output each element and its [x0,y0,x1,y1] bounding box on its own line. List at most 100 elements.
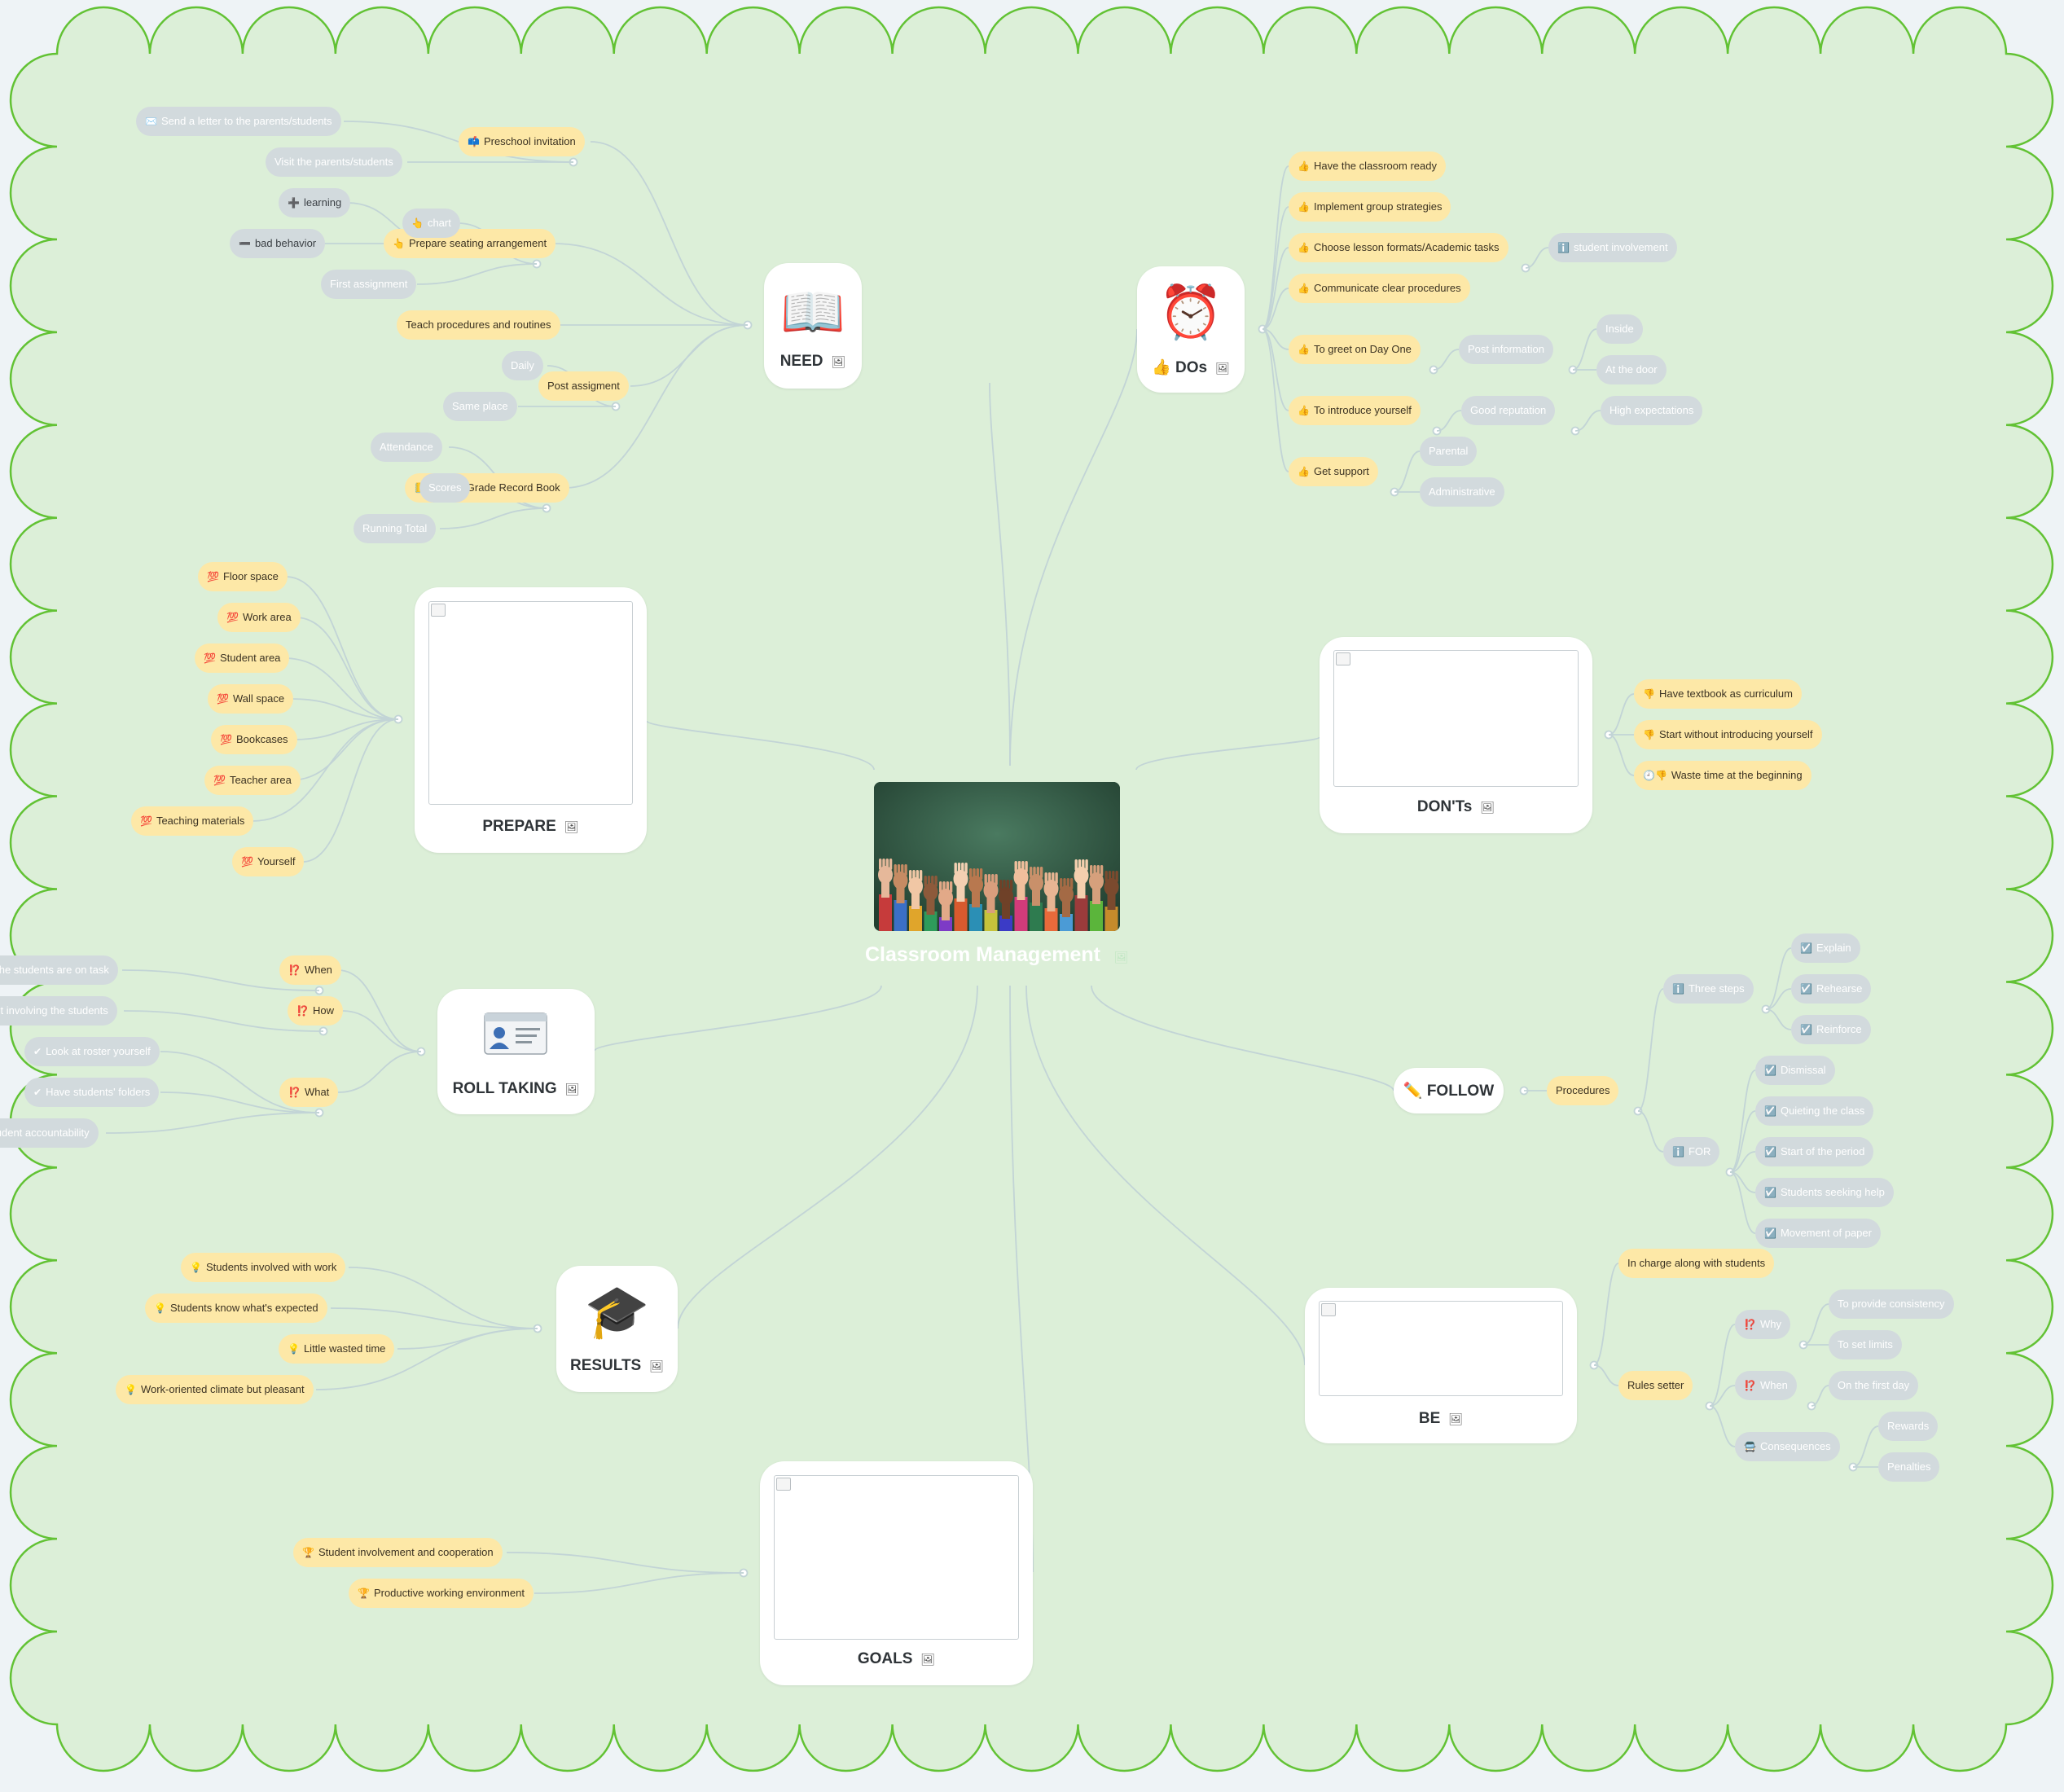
node-be-limits[interactable]: To set limits [1829,1330,1902,1359]
node-res-little[interactable]: 💡Little wasted time [279,1334,395,1364]
image-placeholder [428,601,633,805]
branch-be-title: BE🖼 [1305,1410,1577,1428]
node-prep-mat[interactable]: 💯Teaching materials [131,806,254,836]
node-label: Teach procedures and routines [406,318,551,331]
node-roll-folders[interactable]: ✔Have students' folders [24,1078,160,1107]
node-res-work[interactable]: 💡Students involved with work [181,1253,346,1282]
node-prep-wall[interactable]: 💯Wall space [208,684,294,714]
node-label: Send a letter to the parents/students [160,115,332,127]
node-need-preschool[interactable]: 📫Preschool invitation [459,127,585,156]
node-dos-comm[interactable]: 👍Communicate clear procedures [1289,274,1470,303]
node-roll-without[interactable]: ✔Without involving the students [0,996,117,1026]
node-be-consist[interactable]: To provide consistency [1829,1289,1954,1319]
node-fol-rehearse[interactable]: ☑️Rehearse [1791,974,1872,1004]
node-prep-work[interactable]: 💯Work area [217,603,301,632]
node-prep-student[interactable]: 💯Student area [195,643,290,673]
node-label: FOR [1688,1145,1711,1157]
node-need-teach[interactable]: Teach procedures and routines [397,310,560,340]
branch-goals[interactable]: GOALS🖼 [760,1461,1033,1685]
branch-be[interactable]: BE🖼 [1305,1288,1577,1443]
node-label: Movement of paper [1780,1227,1872,1239]
branch-dos[interactable]: ⏰ 👍 DOs🖼 [1137,266,1245,393]
node-need-attendance[interactable]: Attendance [371,433,442,462]
node-dont-text[interactable]: 👎Have textbook as curriculum [1634,679,1802,709]
node-dont-waste[interactable]: 🕘👎Waste time at the beginning [1634,761,1811,790]
finger [1069,878,1074,889]
node-dos-group[interactable]: 👍Implement group strategies [1289,192,1451,222]
node-roll-when[interactable]: ⁉️When [279,955,341,985]
node-roll-interactive[interactable]: ✔Interactive student accountability [0,1118,99,1148]
branch-donts[interactable]: DON'Ts🖼 [1320,637,1592,833]
node-dos-goodrep[interactable]: Good reputation [1461,396,1556,425]
node-be-when[interactable]: ⁉️When [1735,1371,1797,1400]
node-dos-inside[interactable]: Inside [1596,314,1643,344]
central-topic[interactable] [874,782,1120,931]
node-roll-after[interactable]: ✔After the students are on task [0,955,118,985]
branch-prepare[interactable]: PREPARE🖼 [415,587,647,853]
node-dos-parental[interactable]: Parental [1420,437,1478,466]
node-goal-involve[interactable]: 🏆Student involvement and cooperation [293,1538,503,1567]
node-need-learning[interactable]: ➕learning [279,188,351,217]
node-fol-quieting[interactable]: ☑️Quieting the class [1755,1096,1874,1126]
node-prep-teacher[interactable]: 💯Teacher area [204,766,301,795]
node-fol-paper[interactable]: ☑️Movement of paper [1755,1219,1881,1248]
node-fol-start[interactable]: ☑️Start of the period [1755,1137,1874,1166]
node-dos-door[interactable]: At the door [1596,355,1667,384]
node-be-rules[interactable]: Rules setter [1618,1371,1693,1400]
node-prep-book[interactable]: 💯Bookcases [211,725,297,754]
picture-icon: 🖼 [649,1359,665,1373]
node-res-know[interactable]: 💡Students know what's expected [145,1293,327,1323]
branch-need[interactable]: 📖 NEED🖼 [764,263,862,389]
node-dont-start[interactable]: 👎Start without introducing yourself [1634,720,1822,749]
sleeve [1104,907,1118,931]
node-need-chart[interactable]: 👆chart [402,209,460,238]
node-roll-how[interactable]: ⁉️How [288,996,343,1026]
node-be-why[interactable]: ⁉️Why [1735,1310,1790,1339]
node-res-climate[interactable]: 💡Work-oriented climate but pleasant [116,1375,314,1404]
node-be-penalties[interactable]: Penalties [1878,1452,1940,1482]
node-need-post[interactable]: Post assigment [538,371,629,401]
node-roll-what[interactable]: ⁉️What [279,1078,339,1107]
node-fol-explain[interactable]: ☑️Explain [1791,933,1860,963]
node-dos-ready[interactable]: 👍Have the classroom ready [1289,152,1446,181]
node-fol-three[interactable]: ℹ️Three steps [1663,974,1754,1004]
node-dos-admin[interactable]: Administrative [1420,477,1504,507]
node-fol-reinforce[interactable]: ☑️Reinforce [1791,1015,1871,1044]
node-roll-look[interactable]: ✔Look at roster yourself [24,1037,160,1066]
node-dos-intro[interactable]: 👍To introduce yourself [1289,396,1421,425]
node-need-same[interactable]: Same place [443,392,517,421]
node-dos-involve[interactable]: ℹ️student involvement [1548,233,1677,262]
branch-results[interactable]: 🎓 RESULTS🖼 [556,1266,678,1392]
node-fol-for[interactable]: ℹ️FOR [1663,1137,1720,1166]
connector-line [1729,1110,1756,1173]
node-be-first[interactable]: On the first day [1829,1371,1919,1400]
node-fol-proc[interactable]: Procedures [1547,1076,1619,1105]
node-dos-lesson[interactable]: 👍Choose lesson formats/Academic tasks [1289,233,1508,262]
node-fol-dismissal[interactable]: ☑️Dismissal [1755,1056,1835,1085]
branch-roll-taking[interactable]: ROLL TAKING🖼 [437,989,595,1114]
node-dos-greet[interactable]: 👍To greet on Day One [1289,335,1421,364]
node-dos-high[interactable]: High expectations [1601,396,1703,425]
node-prep-your[interactable]: 💯Yourself [232,847,305,876]
node-be-charge[interactable]: In charge along with students [1618,1249,1775,1278]
node-need-visit[interactable]: Visit the parents/students [266,147,402,177]
node-label: Waste time at the beginning [1671,769,1803,781]
node-need-bad[interactable]: ➖bad behavior [230,229,326,258]
finger [957,863,961,874]
node-need-first[interactable]: First assignment [321,270,417,299]
node-be-rewards[interactable]: Rewards [1878,1412,1939,1441]
emoji-icon: 👎 [1643,688,1655,700]
node-prep-floor[interactable]: 💯Floor space [198,562,288,591]
node-be-conseq[interactable]: 🚍Consequences [1735,1432,1840,1461]
branch-follow[interactable]: ✏️ FOLLOW [1394,1068,1504,1113]
node-need-running[interactable]: Running Total [354,514,437,543]
node-dos-postinfo[interactable]: Post information [1459,335,1553,364]
node-need-daily[interactable]: Daily [502,351,543,380]
node-dos-support[interactable]: 👍Get support [1289,457,1378,486]
node-goal-prod[interactable]: 🏆Productive working environment [349,1579,534,1608]
node-fol-help[interactable]: ☑️Students seeking help [1755,1178,1894,1207]
node-need-letter[interactable]: ✉️Send a letter to the parents/students [136,107,341,136]
finger [1100,865,1104,876]
node-need-scores[interactable]: Scores [419,473,471,503]
central-title[interactable]: Classroom Management 🖼 [865,943,1129,967]
